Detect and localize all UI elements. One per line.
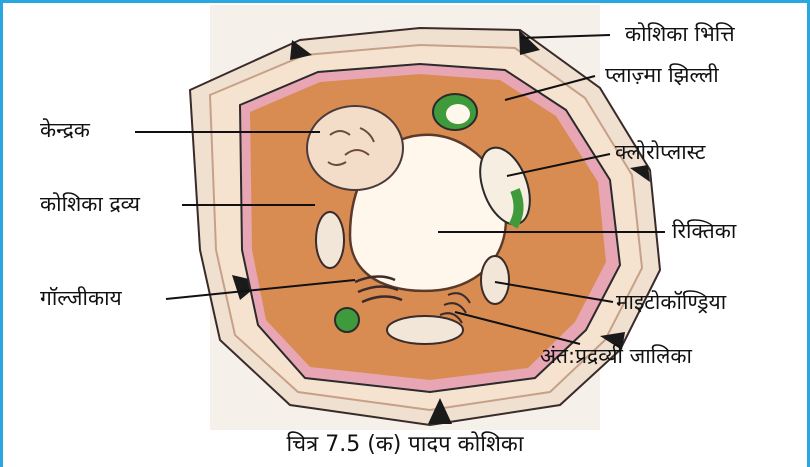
chloroplast-grana xyxy=(513,190,519,226)
label-chloroplast: क्लोरोप्लास्ट xyxy=(615,142,705,163)
chloroplast-small xyxy=(335,308,359,332)
label-vacuole: रिक्तिका xyxy=(672,221,736,242)
mitochondrion xyxy=(387,316,463,344)
label-plasma-membrane: प्लाज़्मा झिल्ली xyxy=(605,65,719,86)
label-cytoplasm: कोशिका द्रव्य xyxy=(40,194,140,215)
nucleus xyxy=(307,106,403,190)
mitochondrion xyxy=(316,212,344,268)
label-mitochondria: माइटोकॉण्ड्रिया xyxy=(616,292,726,313)
mitochondrion xyxy=(481,256,509,304)
label-cell-wall: कोशिका भित्ति xyxy=(625,24,735,45)
label-nucleus: केन्द्रक xyxy=(40,120,90,141)
label-golgi: गॉल्जीकाय xyxy=(40,288,122,309)
chloroplast-inner xyxy=(446,104,470,124)
label-er: अंत:प्रद्रव्यी जालिका xyxy=(540,346,692,367)
figure-caption: चित्र 7.5 (क) पादप कोशिका xyxy=(0,428,810,458)
